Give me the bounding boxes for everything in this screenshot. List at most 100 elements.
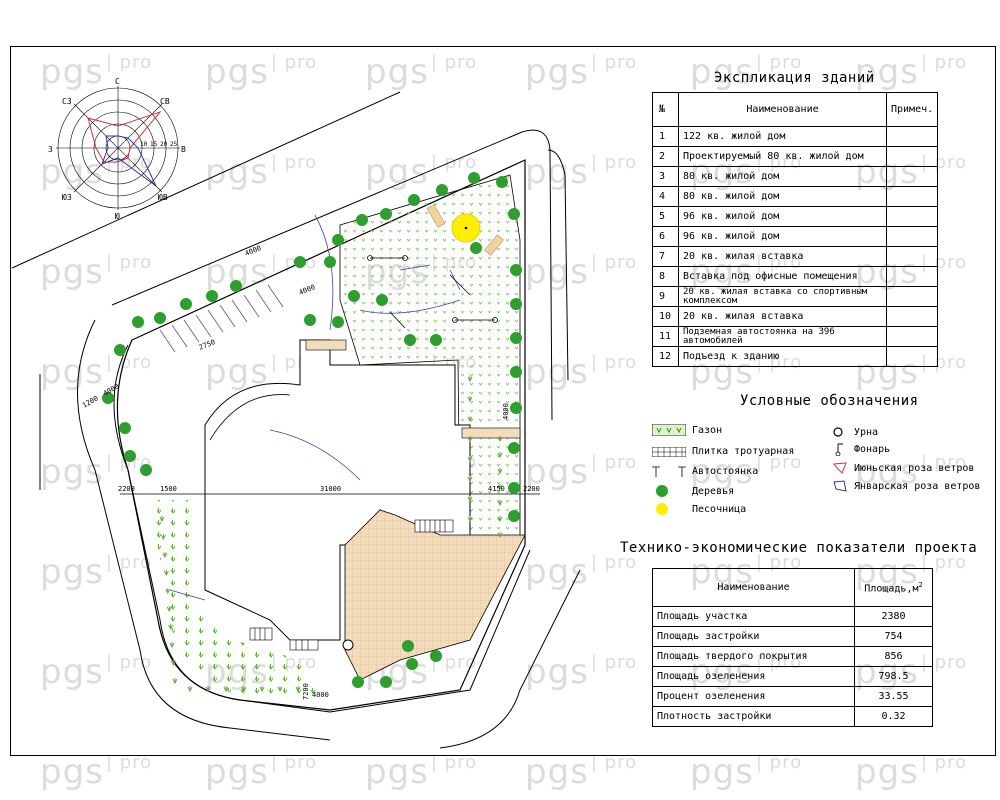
tree-icon — [332, 234, 344, 246]
legend-sandbox: Песочница — [652, 502, 746, 516]
tree-icon — [404, 334, 416, 346]
road-right-diag2 — [439, 569, 581, 749]
tree-icon — [430, 650, 442, 662]
road-curve-left — [77, 319, 331, 741]
bench-2 — [484, 234, 504, 256]
watermark: pgs| pro — [525, 552, 638, 592]
watermark: pgs| pro — [40, 652, 153, 692]
legend-urn: Урна — [832, 426, 878, 438]
tree-icon — [406, 658, 418, 670]
courtyard-outline — [116, 159, 526, 711]
tree-icon — [468, 172, 480, 184]
watermark: pgs| pro — [40, 252, 153, 292]
dim-4000-right: 4000 — [502, 403, 510, 420]
tree-icon — [408, 194, 420, 206]
legend-title: Условные обозначения — [740, 393, 919, 409]
tree-icon — [324, 256, 336, 268]
lawn-tufts — [159, 376, 503, 693]
watermark: pgs| pro — [855, 52, 968, 92]
dim-1500: 1500 — [160, 485, 177, 493]
watermark: pgs| pro — [525, 352, 638, 392]
watermark: pgs| pro — [855, 452, 968, 492]
table-header-row: № Наименование Примеч. — [652, 92, 939, 127]
tree-icon — [102, 392, 114, 404]
wind-rose-w: З — [48, 145, 53, 154]
bench-1 — [426, 204, 446, 228]
wind-rose-scale-10: 10 — [140, 141, 148, 148]
watermark: pgs| pro — [365, 52, 478, 92]
dim-31000: 31000 — [320, 485, 341, 493]
legend-january-rose: Январская роза ветров — [832, 479, 980, 493]
watermark: pgs| pro — [525, 152, 638, 192]
tree-icon — [348, 290, 360, 302]
tree-icon — [508, 208, 520, 220]
tree-icon — [508, 442, 520, 454]
dim-2750: 2750 — [198, 338, 217, 352]
watermark: pgs| pro — [40, 52, 153, 92]
tree-icon — [380, 208, 392, 220]
legend-lamp: Фонарь — [832, 442, 890, 456]
watermark: pgs| pro — [525, 252, 638, 292]
watermark: pgs| pro — [525, 452, 638, 492]
tree-icon — [496, 176, 508, 188]
watermark: pgs| pro — [205, 152, 318, 192]
wind-rose-scale-25: 25 — [170, 141, 178, 148]
wind-rose-scale-20: 20 — [160, 141, 168, 148]
playground-equipment — [367, 255, 498, 329]
tree-icon — [114, 344, 126, 356]
explication-title: Экспликация зданий — [714, 70, 875, 86]
watermark: pgs| pro — [525, 52, 638, 92]
tree-icon — [124, 450, 136, 462]
tree-icon — [352, 676, 364, 688]
tree-icon — [510, 332, 522, 344]
header-note: Примеч. — [885, 92, 939, 127]
legend-june-rose: Июньская роза ветров — [832, 461, 974, 475]
building-inner-arc — [209, 394, 291, 441]
watermark: pgs| pro — [690, 52, 803, 92]
tree-icon — [380, 676, 392, 688]
watermark: pgs| pro — [365, 752, 478, 792]
wind-rose-sw: ЮЗ — [62, 193, 72, 202]
wind-rose: С СВ В ЮВ Ю ЮЗ З СЗ 10 15 20 25 — [48, 77, 186, 221]
wind-rose-e: В — [181, 145, 186, 154]
legend-tile: Плитка тротуарная — [652, 446, 794, 457]
tree-icon — [304, 314, 316, 326]
tree-icon — [508, 510, 520, 522]
watermark: pgs| pro — [40, 752, 153, 792]
tree-icon — [402, 640, 414, 652]
road-right-diag — [329, 549, 531, 713]
tree-icon — [510, 264, 522, 276]
wind-rose-n: С — [115, 77, 120, 86]
tree-icon — [294, 256, 306, 268]
paved-area-roundel — [342, 639, 354, 651]
watermark: pgs| pro — [205, 252, 318, 292]
watermark: pgs| pro — [855, 752, 968, 792]
tree-icon — [332, 316, 344, 328]
header-area: Площадь,м2 — [854, 568, 933, 607]
watermark: pgs| pro — [40, 452, 153, 492]
dim-4000-bottom: 4000 — [312, 691, 329, 699]
table-header-row: Наименование Площадь,м2 — [652, 568, 933, 607]
wind-rose-nw: СЗ — [62, 97, 72, 106]
header-name: Наименование — [652, 568, 855, 607]
drawing-sheet — [10, 46, 996, 756]
watermark: pgs| pro — [690, 752, 803, 792]
building-block-main — [204, 339, 471, 641]
january-wind-rose — [101, 135, 157, 187]
tree-icon — [356, 214, 368, 226]
tree-icon — [180, 298, 192, 310]
wind-rose-se: ЮВ — [158, 193, 168, 202]
dim-1200: 1200 — [81, 394, 100, 409]
watermark: pgs| pro — [205, 352, 318, 392]
